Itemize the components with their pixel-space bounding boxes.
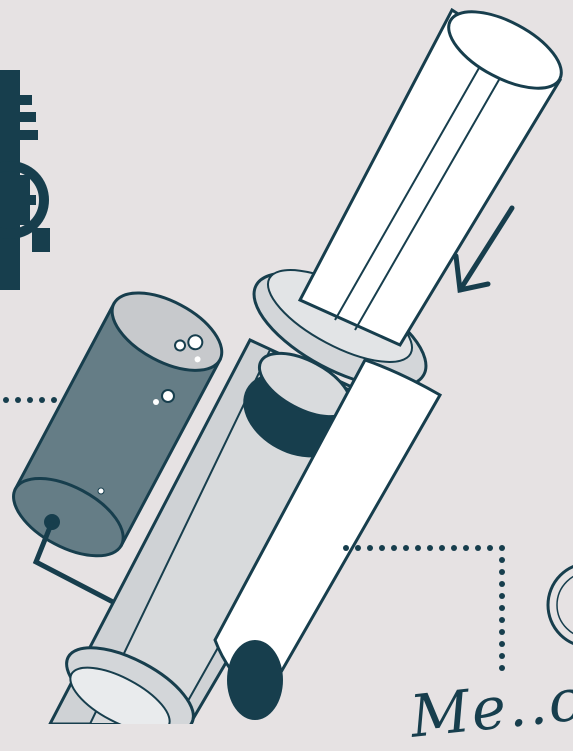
dotted-leader-right <box>343 545 505 671</box>
valve-device-icon <box>0 70 50 290</box>
round-badge-icon <box>548 563 573 647</box>
